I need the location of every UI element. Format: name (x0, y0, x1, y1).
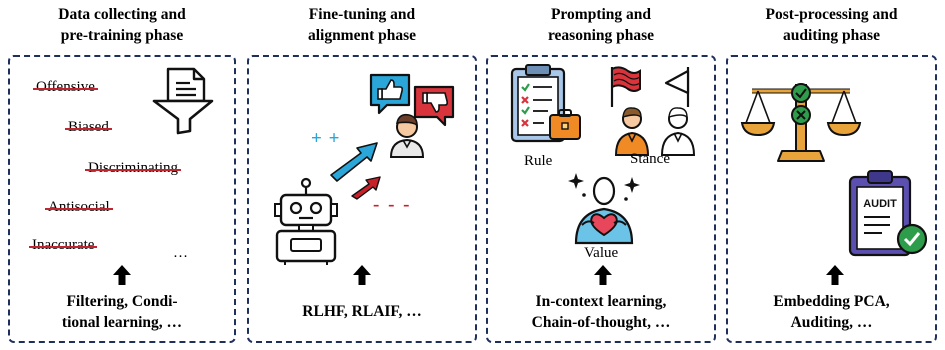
struck-word-inaccurate: Inaccurate (29, 237, 98, 254)
rule-clipboard-icon (510, 64, 581, 143)
phase4-panel: AUDIT Embedding PCA, Auditing, … (726, 55, 937, 343)
minus-label: - - - (373, 194, 412, 215)
value-heart-person-icon (568, 173, 640, 245)
phase3-title: Prompting and reasoning phase (486, 4, 716, 48)
phase4-methods: Embedding PCA, Auditing, … (728, 291, 935, 333)
negative-arrow-icon (351, 176, 381, 200)
up-arrow-icon (594, 265, 612, 285)
phase1-title-line2: pre-training phase (60, 27, 184, 44)
up-arrow-icon (113, 265, 131, 285)
rule-label: Rule (524, 153, 553, 169)
struck-word-offensive: Offensive (33, 79, 98, 96)
ellipsis: … (173, 245, 188, 261)
stance-persons-icon (610, 66, 696, 156)
phase1-panel: Offensive Biased Discriminating Antisoci… (8, 55, 236, 343)
phase2-title-line1: Fine-tuning and (308, 6, 416, 23)
phase1-methods-line2: tional learning, … (61, 314, 183, 331)
audit-text: AUDIT (863, 198, 897, 210)
phase1-title-line1: Data collecting and (58, 6, 186, 23)
phase4-title-line1: Post-processing and (765, 6, 898, 23)
phase3-methods: In-context learning, Chain-of-thought, … (488, 291, 714, 333)
positive-arrow-icon (330, 142, 378, 182)
phase2-title-line2: alignment phase (307, 27, 417, 44)
value-label: Value (584, 245, 619, 261)
phase3-methods-line1: In-context learning, (535, 293, 667, 310)
phase3-methods-line2: Chain-of-thought, … (531, 314, 671, 331)
phase4-methods-line2: Auditing, … (790, 314, 873, 331)
phase4-methods-line1: Embedding PCA, (773, 293, 890, 310)
up-arrow-icon (826, 265, 844, 285)
phase1-title: Data collecting and pre-training phase (8, 4, 236, 48)
phase3-title-line1: Prompting and (550, 6, 652, 23)
robot-icon (274, 177, 338, 265)
phase1-methods: Filtering, Condi- tional learning, … (10, 291, 234, 333)
struck-word-biased: Biased (65, 119, 112, 136)
stance-label: Stance (630, 151, 670, 167)
plus-label: + + (311, 128, 341, 149)
balance-scale-icon (740, 83, 862, 162)
phase4-title: Post-processing and auditing phase (726, 4, 937, 48)
phase3-title-line2: reasoning phase (547, 27, 655, 44)
phase2-title: Fine-tuning and alignment phase (247, 4, 477, 48)
struck-word-antisocial: Antisocial (45, 199, 113, 216)
phase3-panel: Rule Stance Value In-context learning, (486, 55, 716, 343)
up-arrow-icon (353, 265, 371, 285)
phase2-methods: RLHF, RLAIF, … (249, 301, 475, 322)
phase1-methods-line1: Filtering, Condi- (66, 293, 178, 310)
phase2-panel: + + - - - RLHF, RLAIF, … (247, 55, 477, 343)
feedback-user-icon (369, 73, 455, 158)
audit-clipboard-icon: AUDIT (848, 170, 928, 257)
document-funnel-icon (152, 67, 214, 135)
phase2-methods-line1: RLHF, RLAIF, … (302, 303, 422, 320)
struck-word-discriminating: Discriminating (85, 160, 181, 177)
phase4-title-line2: auditing phase (783, 27, 880, 44)
